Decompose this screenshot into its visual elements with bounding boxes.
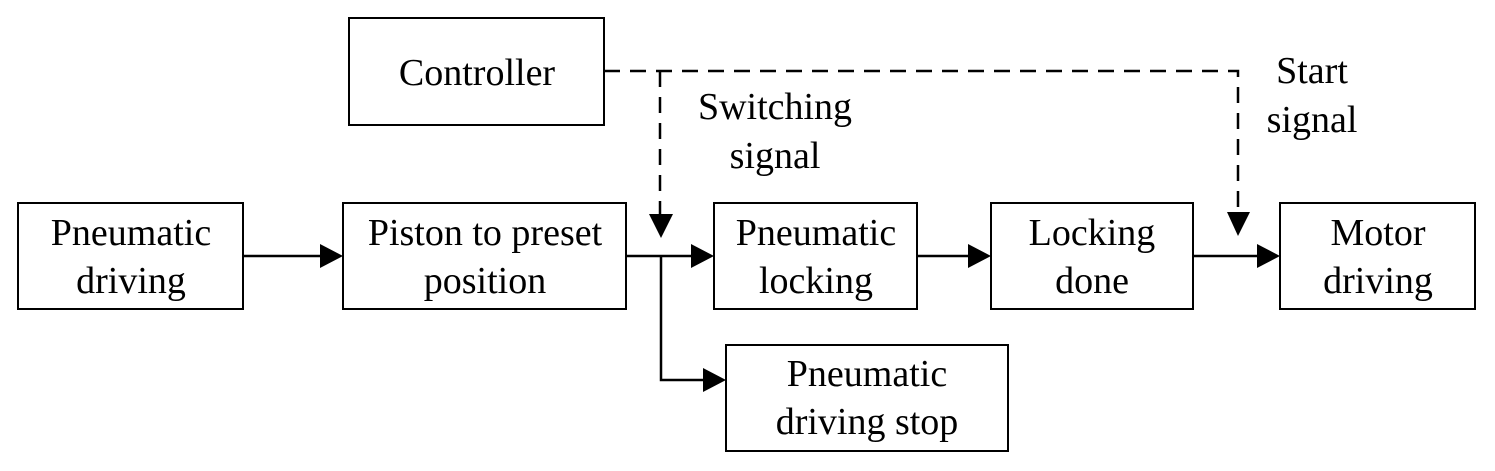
locking-done-box	[990, 202, 1194, 310]
pneumatic-locking-label-line2: locking	[759, 260, 873, 302]
pneumatic-driving-node: Pneumatic driving	[17, 202, 244, 310]
piston-box	[342, 202, 627, 310]
start-signal-line1: Start	[1276, 50, 1348, 92]
pneumatic-driving-label-line2: driving	[76, 260, 186, 302]
pneumatic-locking-node: Pneumatic locking	[713, 202, 918, 310]
switching-signal-line2: signal	[730, 135, 821, 177]
driving-stop-label-line1: Pneumatic	[787, 353, 947, 395]
locking-done-label-line1: Locking	[1029, 212, 1156, 254]
start-signal-label: Start signal	[1267, 50, 1358, 141]
piston-label-line1: Piston to preset	[368, 212, 603, 254]
piston-label-line2: position	[424, 260, 546, 302]
arrow-piston-to-locking	[626, 244, 714, 268]
pneumatic-locking-box	[713, 202, 918, 310]
start-signal-arrowhead	[1227, 212, 1250, 236]
motor-driving-label-line2: driving	[1323, 260, 1433, 302]
pneumatic-driving-label-line1: Pneumatic	[51, 212, 211, 254]
motor-driving-node: Motor driving	[1279, 202, 1476, 310]
driving-stop-label-line2: driving stop	[776, 401, 959, 443]
locking-done-label-line2: done	[1055, 260, 1129, 302]
dashed-controller-signal-line	[604, 69, 1240, 212]
controller-box	[348, 17, 605, 126]
piston-node: Piston to preset position	[342, 202, 627, 310]
start-signal-line2: signal	[1267, 99, 1358, 141]
driving-stop-node: Pneumatic driving stop	[725, 344, 1009, 452]
arrow-branch-to-stop	[659, 256, 726, 392]
controller-node: Controller	[348, 17, 605, 126]
arrow-done-to-motor	[1193, 244, 1280, 268]
arrow-driving-to-piston	[243, 244, 343, 268]
locking-done-node: Locking done	[990, 202, 1194, 310]
pneumatic-locking-label-line1: Pneumatic	[736, 212, 896, 254]
pneumatic-driving-box	[17, 202, 244, 310]
switching-signal-label: Switching signal	[698, 86, 852, 177]
controller-label: Controller	[399, 52, 556, 94]
switching-signal-line1: Switching	[698, 86, 852, 128]
arrow-locking-to-done	[917, 244, 991, 268]
motor-driving-box	[1279, 202, 1476, 310]
driving-stop-box	[725, 344, 1009, 452]
switching-signal-arrow	[649, 71, 673, 238]
motor-driving-label-line1: Motor	[1331, 212, 1426, 254]
